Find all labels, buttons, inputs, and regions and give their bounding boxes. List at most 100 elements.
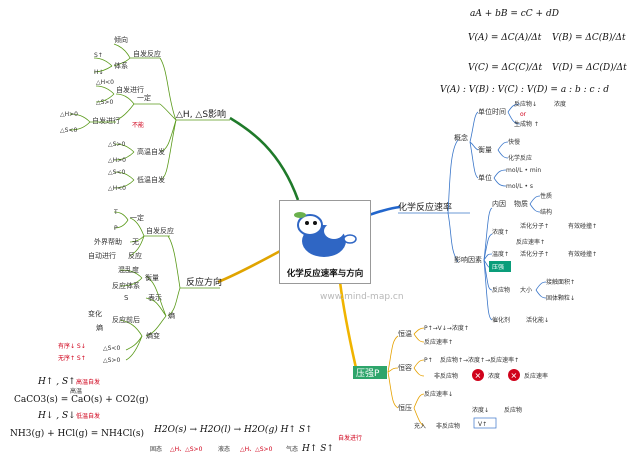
external-help-label: 外界帮助	[94, 237, 122, 246]
caco3-equation: CaCO3(s) = CaO(s) + CO2(g)	[14, 394, 148, 405]
const-pressure-label: 恒压	[398, 403, 412, 412]
tendency-label: 倾向	[114, 35, 128, 44]
auto-proceed-label-2: 自发进行	[92, 116, 120, 125]
spontaneous-label: 自发反应	[133, 49, 161, 58]
auto-proceed-label: 自发进行	[116, 85, 144, 94]
left-top-branch: △H, △S影响 自发反应 倾向 体系 S↑ H↓ 一定 自发进行 △H<0 △…	[60, 35, 230, 192]
activated-molecule-label-2: 活化分子↑	[520, 250, 549, 258]
concept-label: 概念	[454, 133, 468, 142]
none-label: 无	[132, 238, 139, 246]
catalyst-label: 催化剂	[492, 316, 510, 324]
p-up-label: P↑	[424, 357, 433, 364]
no-effect-icon-1	[472, 369, 484, 381]
direction-main-label: 反应方向	[186, 276, 222, 288]
contact-area-label: 接触面积↑	[546, 278, 575, 286]
unit-s-label: mol/L • s	[506, 183, 533, 190]
spontaneous-reaction-label: 自发反应	[146, 226, 174, 235]
branch-line-pressure	[338, 281, 358, 369]
entropy-change-label: 熵变	[146, 331, 160, 340]
pressure-factor-label: 压强	[492, 264, 504, 271]
vb-formula: V(B) = ΔC(B)/Δt	[552, 32, 626, 43]
dhds-main-label: △H, △S影响	[176, 108, 226, 120]
dh-lt0-label: △H<0	[96, 79, 114, 86]
central-title: 化学反应速率与方向	[286, 269, 364, 279]
rate-formulas: aA + bB = cC + dD V(A) = ΔC(A)/Δt V(B) =…	[440, 9, 627, 95]
ds-condition-1: △H、△S>0	[170, 446, 203, 453]
chem-reaction-label: 化学反应	[508, 154, 532, 162]
p-label: P	[114, 225, 118, 232]
before-after-label: 反应前后	[112, 315, 140, 324]
vc-formula: V(C) = ΔC(C)/Δt	[468, 62, 542, 73]
activated-molecule-label: 活化分子↑	[520, 222, 549, 230]
disorder-label: 混乱度	[118, 265, 139, 274]
rate-main-label: 化学反应速率	[398, 201, 452, 213]
entropy-label: 熵	[168, 311, 175, 320]
reactant-down-label: 反应物↓	[514, 100, 537, 108]
rate-up-chain-label: 反应速率↑	[424, 338, 453, 346]
size-label: 大小	[520, 286, 532, 294]
auto-run-label: 自动进行	[88, 251, 116, 260]
ordered-label: 有序↓ S↓	[58, 342, 86, 350]
effective-collision-label: 有效碰撞↑	[568, 222, 597, 230]
branch-line-direction	[217, 248, 283, 284]
fill-label: 充入	[414, 422, 426, 430]
watermark-text: www.mind-map.cn	[320, 292, 404, 302]
gas-state-label: 气态	[286, 445, 298, 453]
bottom-left-equations: H↑ , S↑ 高温自发 高温 CaCO3(s) = CaO(s) + CO2(…	[10, 377, 362, 454]
low-temp-label: 低温自发	[137, 175, 165, 184]
particle-size-label: 固体颗粒↓	[546, 294, 575, 302]
cow-mascot-icon	[294, 212, 357, 257]
reaction-label: 反应	[128, 251, 142, 260]
h-s-up-text: H↑ , S↑	[37, 377, 76, 387]
unit-label: 单位	[478, 173, 492, 182]
const-volume-label: 恒容	[398, 363, 412, 372]
effective-collision-label-2: 有效碰撞↑	[568, 250, 597, 258]
s-label: S	[124, 294, 129, 302]
volume-box	[473, 417, 497, 429]
reactant-label-2: 反应物	[504, 406, 522, 414]
dh-gt0-label-2: △H>0	[108, 157, 126, 164]
branch-line-dhds	[229, 116, 300, 201]
factors-label: 影响因素	[454, 255, 482, 264]
rate-up-label: 反应速率↑	[516, 238, 545, 246]
ds-condition-2: △H、△S>0	[240, 446, 273, 453]
rate-down-label: 反应速率↓	[424, 390, 453, 398]
eq1-condition: 高温	[70, 387, 82, 395]
const-temp-label: 恒温	[398, 329, 412, 338]
change-label: 变化	[88, 309, 102, 318]
central-node: 化学反应速率与方向	[279, 200, 371, 284]
pressure-main-label: 压强P	[356, 368, 380, 379]
pressure-main-box	[353, 366, 387, 379]
structure-label: 结构	[540, 208, 552, 216]
dh-lt0-label-2: △H<0	[108, 185, 126, 192]
system-label: 体系	[114, 61, 128, 70]
no-effect-mark-1: ✕	[475, 372, 482, 381]
cannot-label: 不能	[132, 121, 144, 129]
vd-formula: V(D) = ΔC(D)/Δt	[552, 62, 627, 73]
p-v-chain-label: P↑→V↓→浓度↑	[424, 324, 469, 332]
solid-state-label: 固态	[150, 445, 162, 453]
va-formula: V(A) = ΔC(A)/Δt	[468, 32, 542, 43]
reaction-equation: aA + bB = cC + dD	[470, 9, 559, 19]
or-label: or	[520, 111, 527, 118]
concentration-label: 浓度	[554, 100, 566, 108]
pressure-branch: 压强P 恒温 P↑→V↓→浓度↑ 反应速率↑ 恒容 P↑ 反应物↑→浓度↑→反应…	[353, 324, 548, 430]
activation-energy-label: 活化能↓	[526, 316, 549, 324]
ds-gt0-label: △S>0	[96, 99, 113, 106]
right-rate-branch: 化学反应速率 概念 单位时间 反应物↓ or 生成物 ↑ 浓度 衡量 快慢 化学…	[398, 100, 597, 324]
temperature-up-label: 温度↑	[492, 250, 509, 258]
inert-gas-label: 非反应物	[434, 372, 458, 380]
unit-min-label: mol/L • min	[506, 167, 541, 174]
h-s-down-text: H↓ , S↓	[37, 411, 76, 421]
water-tail-text: H↑ S↑	[301, 444, 334, 454]
pressure-highlight-box	[489, 261, 511, 272]
ds-gt0-label-3: △S>0	[103, 357, 120, 364]
s-up-label: S↑	[94, 52, 103, 59]
measure-label-right: 衡量	[478, 145, 492, 154]
certain-label-2: 一定	[130, 213, 144, 222]
ds-lt0-label-3: △S<0	[103, 345, 120, 352]
spontaneous-note: 自发进行	[338, 434, 362, 442]
entropy-small-label: 熵	[96, 323, 103, 332]
represent-label: 表示	[148, 293, 162, 302]
dh-gt0-label: △H>0	[60, 111, 78, 118]
